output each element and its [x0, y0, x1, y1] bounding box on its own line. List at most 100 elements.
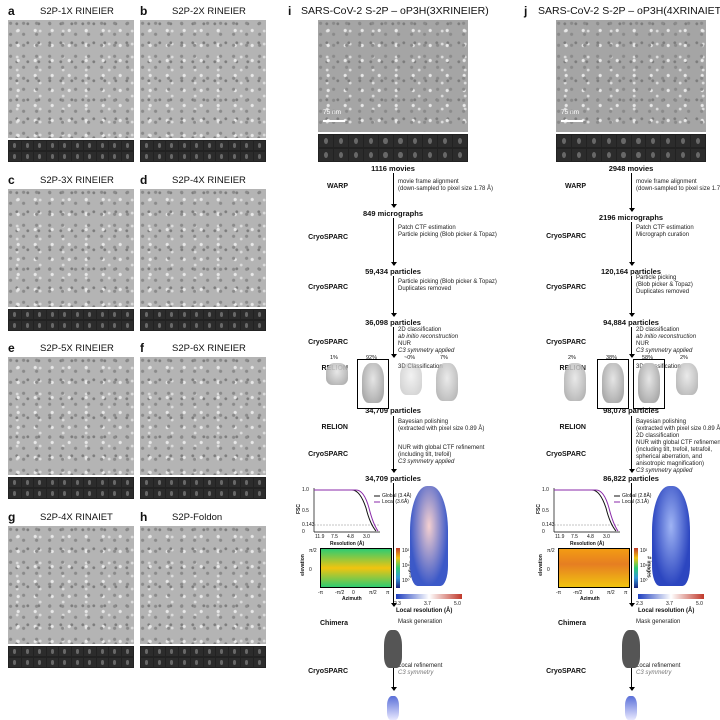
panel-title: SARS-CoV-2 S-2P – oP3H(4XRINAIET): [538, 5, 720, 17]
processing-step: Particle picking: [636, 275, 677, 281]
processing-step: Micrograph curation: [636, 232, 690, 238]
panel-letter: c: [8, 173, 15, 187]
panel-title: S2P-2X RINEIER: [172, 6, 246, 17]
software-label: CryoSPARC: [546, 451, 586, 458]
colorbar-tick: 10¹: [402, 563, 410, 569]
software-label: CryoSPARC: [546, 668, 586, 675]
heatmap-ytick: π/2: [547, 548, 555, 554]
panel-title: S2P-1X RINEIER: [40, 6, 114, 17]
software-label: CryoSPARC: [308, 234, 348, 241]
software-label: CryoSPARC: [546, 233, 586, 240]
software-label: CryoSPARC: [546, 339, 586, 346]
heatmap-ylabel: elevation: [299, 554, 306, 576]
flow-arrow: [628, 416, 635, 473]
processing-step: Particle picking (Blob picker & Topaz): [398, 232, 497, 238]
2d-class-row: [140, 140, 266, 151]
3d-class-map: [400, 363, 422, 395]
fsc-ytick: 0.5: [302, 508, 309, 514]
processing-step: NUR: [636, 341, 649, 347]
cryo-micrograph: 75 nm: [556, 20, 706, 132]
scale-bar: [561, 120, 583, 122]
local-resolution-map: [410, 486, 448, 586]
3d-class-map: [436, 363, 458, 401]
flow-arrow: [628, 173, 635, 212]
class-percentage: 7%: [440, 355, 448, 361]
class-percentage: 92%: [366, 355, 378, 361]
fsc-xtick: 3.0: [603, 534, 610, 540]
processing-step: Local refinement: [636, 663, 681, 669]
mask-map: [622, 630, 640, 668]
heatmap-xtick: -π/2: [335, 590, 345, 596]
panel-letter: a: [8, 4, 15, 18]
heatmap-xtick: π/2: [369, 590, 377, 596]
particle-count: 849 micrographs: [362, 209, 424, 218]
heatmap-xtick: π/2: [607, 590, 615, 596]
local-resolution-colorbar: [638, 594, 704, 599]
panel-letter: b: [140, 4, 148, 18]
software-label: RELION: [559, 424, 586, 431]
processing-step: ab initio reconstruction: [398, 334, 459, 340]
heatmap-xlabel: Azimuth: [580, 596, 600, 602]
processing-step: Duplicates removed: [398, 286, 452, 292]
scale-label: 75 nm: [323, 109, 342, 116]
processing-step: C3 symmetry applied: [398, 459, 455, 465]
panel-letter: g: [8, 510, 16, 524]
3d-class-map: [676, 363, 698, 395]
processing-step: (including tilt, trefoil): [398, 452, 452, 458]
3d-class-map: [326, 363, 348, 385]
processing-step: C3 symmetry applied: [636, 348, 693, 354]
2d-class-row: [556, 134, 706, 148]
scale-label: 75 nm: [561, 109, 580, 116]
processing-step: ab initio reconstruction: [636, 334, 697, 340]
heatmap-xtick: -π: [556, 590, 562, 596]
flow-arrow: [628, 483, 635, 607]
fsc-ytick: 0: [542, 529, 545, 535]
processing-step: anisotropic magnification): [636, 461, 705, 467]
fsc-legend-local: Local (3.6Å): [382, 499, 409, 505]
heatmap-xtick: 0: [352, 590, 355, 596]
3d-class-map: [362, 363, 384, 403]
processing-step: (down-sampled to pixel size 1.78 Å): [398, 186, 494, 192]
2d-class-row: [8, 320, 134, 331]
local-resolution-tick: 3.7: [424, 601, 431, 607]
particle-count: 34,709 particles: [365, 474, 421, 483]
negative-stain-micrograph: [140, 357, 266, 475]
class-percentage: 38%: [606, 355, 618, 361]
processing-step: 2D classification: [398, 327, 442, 333]
software-label: RELION: [321, 424, 348, 431]
3d-class-map: [638, 363, 660, 403]
processing-step: 3D Classification: [398, 364, 443, 370]
negative-stain-micrograph: [140, 526, 266, 644]
heatmap-ylabel: elevation: [537, 554, 544, 576]
particle-count: 1116 movies: [371, 164, 415, 173]
fsc-xlabel: Resolution (Å): [570, 541, 605, 547]
2d-class-row: [140, 477, 266, 488]
2d-class-row: [556, 148, 706, 162]
panel-letter: h: [140, 510, 148, 524]
local-resolution-tick: 3.7: [666, 601, 673, 607]
processing-step: movie frame alignment: [398, 179, 459, 185]
angular-distribution-heatmap: [320, 548, 392, 588]
fsc-xtick: 4.8: [587, 534, 594, 540]
class-percentage: ~0%: [404, 355, 416, 361]
fsc-ytick: 1.0: [542, 487, 549, 493]
processing-step: 2D classification: [636, 327, 680, 333]
2d-class-row: [140, 151, 266, 162]
particle-count: 120,164 particles: [600, 267, 662, 276]
selected-class-box: [357, 359, 389, 409]
negative-stain-micrograph: [8, 189, 134, 307]
software-label: CryoSPARC: [308, 668, 348, 675]
heatmap-ytick: 0: [309, 567, 312, 573]
panel-title: SARS-CoV-2 S-2P – oP3H(3XRINEIER): [301, 5, 489, 17]
colorbar-tick: 10²: [402, 548, 410, 554]
fsc-ytick: 0: [302, 529, 305, 535]
selected-class-box: [597, 359, 629, 409]
processing-step: Patch CTF estimation: [636, 225, 694, 231]
particle-count: 86,822 particles: [603, 474, 659, 483]
heatmap-colorbar: [396, 548, 400, 588]
fsc-ytick: 0.5: [542, 508, 549, 514]
2d-class-row: [318, 148, 468, 162]
panel-title: S2P-3X RINEIER: [40, 175, 114, 186]
software-label: CryoSPARC: [308, 451, 348, 458]
panel-letter: j: [524, 4, 528, 18]
